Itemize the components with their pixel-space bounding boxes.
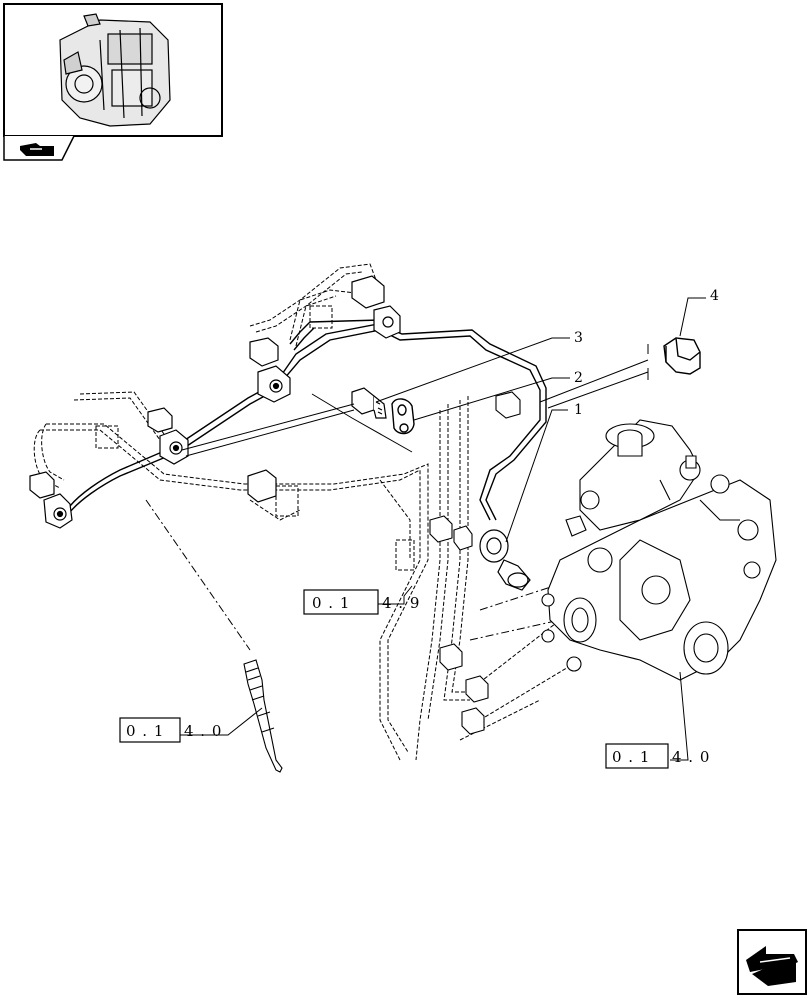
catalog-tab-icon — [20, 143, 54, 156]
banjo-fitting — [257, 365, 291, 403]
injector — [243, 659, 283, 773]
nut — [351, 275, 385, 309]
engine-thumbnail[interactable] — [3, 3, 223, 137]
banjo-fitting — [43, 493, 73, 529]
banjo-fitting — [159, 429, 189, 465]
banjo-fitting — [373, 305, 401, 339]
reference-tail-text: 4 . 9 — [382, 594, 420, 612]
nut — [147, 407, 173, 433]
reference-0-14-0-right[interactable]: 0 . 1 4 . 0 — [605, 743, 710, 769]
callout-2[interactable]: 2 — [574, 370, 583, 386]
callout-4[interactable]: 4 — [710, 288, 719, 304]
nut — [247, 469, 277, 503]
callout-3[interactable]: 3 — [574, 330, 583, 346]
injection-pump — [541, 419, 777, 681]
navigation-button[interactable] — [737, 929, 807, 995]
catalog-tab[interactable] — [3, 135, 75, 161]
leader-lines — [180, 297, 706, 761]
reference-tail-text: 4 . 0 — [184, 722, 222, 740]
pump-connectors — [429, 391, 521, 735]
reference-0-14-0-left[interactable]: 0 . 1 4 . 0 — [119, 717, 222, 743]
line-fittings — [29, 275, 531, 591]
engine-thumbnail-icon — [59, 13, 171, 127]
reference-boxed-text: 0 . 1 — [126, 722, 164, 740]
reference-0-14-9[interactable]: 0 . 1 4 . 9 — [303, 589, 420, 615]
reference-boxed-text: 0 . 1 — [612, 748, 650, 766]
item-1-banjo — [479, 529, 531, 591]
fuel-return-line — [69, 319, 547, 521]
reference-boxed-text: 0 . 1 — [312, 594, 350, 612]
navigation-arrow-icon — [746, 946, 798, 986]
item-3-banjo-bolt — [351, 387, 387, 419]
item-2-washer — [391, 398, 415, 435]
nut — [29, 471, 55, 499]
phantom-pipework — [33, 263, 581, 761]
callout-1[interactable]: 1 — [574, 402, 583, 418]
reference-tail-text: 4 . 0 — [672, 748, 710, 766]
item-4-clip — [663, 337, 701, 375]
nut — [249, 337, 279, 367]
callout-group: 1 2 3 4 — [574, 288, 719, 418]
